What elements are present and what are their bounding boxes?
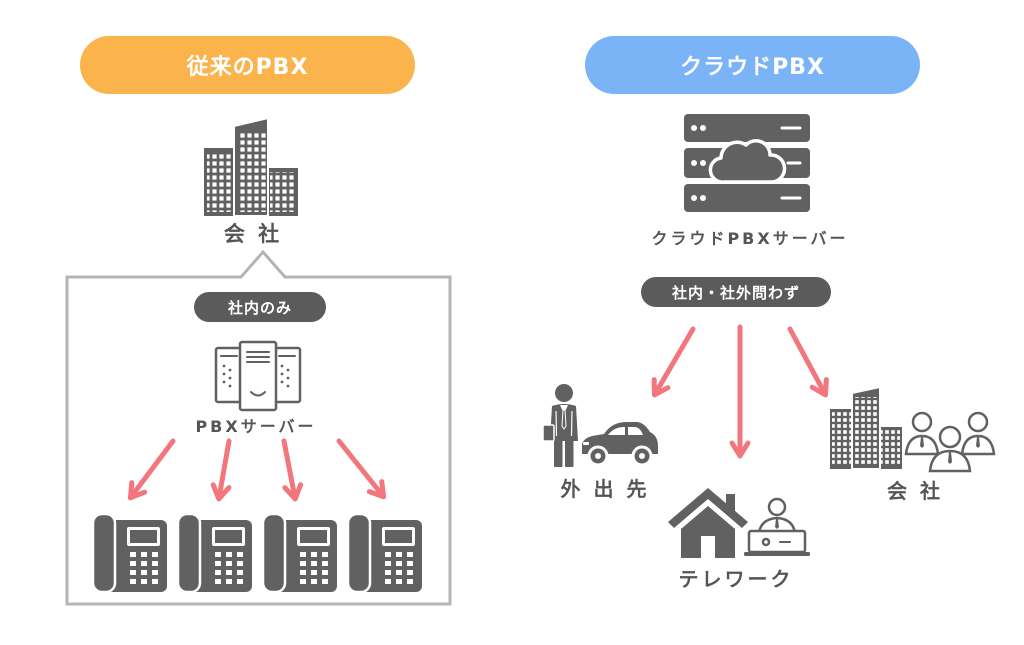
arrow-to-phone-4: [336, 438, 387, 500]
in-house-only-badge: 社内のみ: [194, 292, 326, 322]
laptop-worker-icon: [744, 497, 810, 556]
cloud-pbx-header: クラウドPBX: [585, 36, 920, 94]
legacy-pbx-header: 従来のPBX: [80, 36, 415, 94]
desk-phone-icon: [348, 514, 422, 592]
pbx-server-icon: [214, 340, 302, 412]
destination-label-outside: 外 出 先: [560, 477, 650, 501]
legacy-pbx-title: 従来のPBX: [186, 55, 309, 80]
arrow-to-outside: [651, 326, 696, 398]
house-icon: [668, 488, 748, 558]
cloud-server-icon: [684, 114, 810, 212]
arrow-to-office: [787, 326, 829, 398]
businessman-icon: [542, 384, 578, 467]
staff-group-icon: [904, 411, 996, 473]
arrow-to-phone-2: [210, 438, 232, 502]
car-icon: [582, 422, 658, 467]
arrow-to-phone-1: [127, 438, 176, 501]
pbx-server-label: PBXサーバー: [195, 417, 317, 436]
arrow-to-phone-3: [281, 438, 304, 502]
destination-label-office: 会 社: [887, 479, 943, 503]
in-house-callout-frame: [65, 249, 452, 606]
desk-phone-icon: [263, 514, 337, 592]
office-building-icon: [204, 116, 298, 217]
office-building-icon: [830, 385, 902, 470]
destination-label-telework: テレワーク: [678, 567, 794, 591]
inside-or-outside-badge: 社内・社外問わず: [641, 277, 831, 307]
desk-phone-icon: [178, 514, 252, 592]
legacy-company-label: 会 社: [223, 222, 283, 246]
desk-phone-icon: [93, 514, 167, 592]
cloud-server-label: クラウドPBXサーバー: [651, 229, 849, 248]
cloud-pbx-title: クラウドPBX: [680, 55, 825, 80]
